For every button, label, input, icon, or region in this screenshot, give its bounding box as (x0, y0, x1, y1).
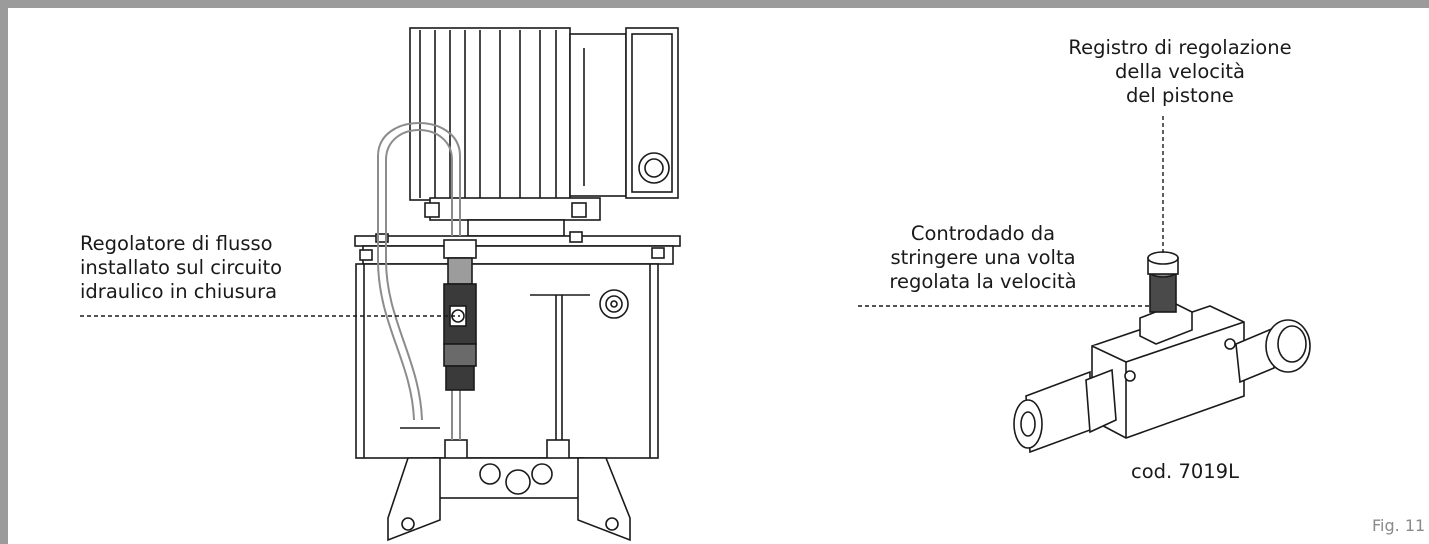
flow-control-valve-7019L (1013, 251, 1311, 454)
speed-register-label: Registro di regolazione della velocità d… (1020, 36, 1340, 108)
hydraulic-power-unit (354, 27, 681, 542)
flow-regulator-valve (443, 239, 477, 391)
flow-regulator-line-3: idraulico in chiusura (80, 280, 278, 303)
electric-motor (409, 27, 679, 201)
tank-lid (354, 231, 681, 265)
figure-number: Fig. 11 (1372, 516, 1426, 535)
speed-register-line-2: della velocità (1115, 60, 1245, 83)
flow-regulator-line-2: installato sul circuito (80, 256, 283, 279)
lock-nut-label: Controdado da stringere una volta regola… (858, 222, 1108, 294)
lock-nut-line-1: Controdado da (910, 222, 1056, 245)
oil-tank (355, 263, 659, 459)
lock-nut-line-3: regolata la velocità (889, 270, 1077, 293)
speed-register-line-3: del pistone (1126, 84, 1234, 107)
hydraulic-pipes (377, 122, 461, 440)
lock-nut-line-2: stringere una volta (890, 246, 1076, 269)
speed-register-line-1: Registro di regolazione (1068, 36, 1292, 59)
flow-regulator-line-1: Regolatore di flusso (80, 232, 273, 255)
base-manifold (387, 439, 631, 542)
motor-flange (424, 197, 601, 237)
flow-regulator-label: Regolatore di flusso installato sul circ… (80, 232, 282, 304)
part-code-label: cod. 7019L (1131, 460, 1239, 483)
leader-lines (80, 116, 1164, 317)
